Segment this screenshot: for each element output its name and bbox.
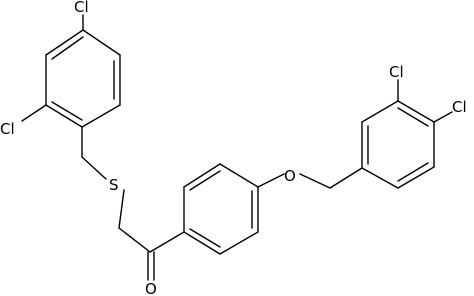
bond-ch2-ring — [329, 167, 363, 189]
bond — [219, 231, 259, 255]
bond-ring-cl-left — [21, 104, 47, 122]
bond — [397, 107, 429, 127]
bond — [397, 100, 435, 123]
bond-o-ch2 — [299, 173, 331, 189]
bond-ring-o — [257, 173, 285, 188]
bond — [183, 163, 221, 188]
bond — [397, 166, 435, 189]
bond — [81, 104, 121, 128]
bond — [189, 228, 221, 248]
bond-ch2-carbonyl — [118, 227, 151, 253]
bond-carbonyl-ring — [149, 231, 185, 253]
bond — [219, 163, 259, 188]
bond — [361, 100, 399, 123]
bond — [183, 231, 221, 255]
bond-ring-cl-right — [433, 111, 453, 123]
bond — [51, 101, 83, 121]
bond — [361, 167, 399, 189]
central-phenylene-ring — [183, 163, 259, 255]
atom-label-cl: Cl — [74, 0, 89, 16]
bond — [51, 36, 84, 60]
bond — [397, 162, 429, 182]
bond-ch2-s — [81, 156, 107, 180]
atom-label-cl: Cl — [452, 98, 467, 116]
atom-label-s: S — [109, 176, 119, 194]
left-dichlorophenyl-ring — [45, 29, 121, 128]
bond — [82, 29, 121, 56]
bond-s-ch2 — [118, 189, 125, 229]
atom-label-o: O — [145, 280, 157, 296]
atom-label-cl: Cl — [389, 63, 404, 81]
right-dichlorophenyl-ring — [361, 100, 435, 189]
bond — [189, 170, 221, 191]
atom-label-o: O — [284, 167, 296, 185]
atom-label-cl: Cl — [0, 120, 15, 138]
bond — [45, 104, 83, 128]
bond — [45, 29, 84, 56]
